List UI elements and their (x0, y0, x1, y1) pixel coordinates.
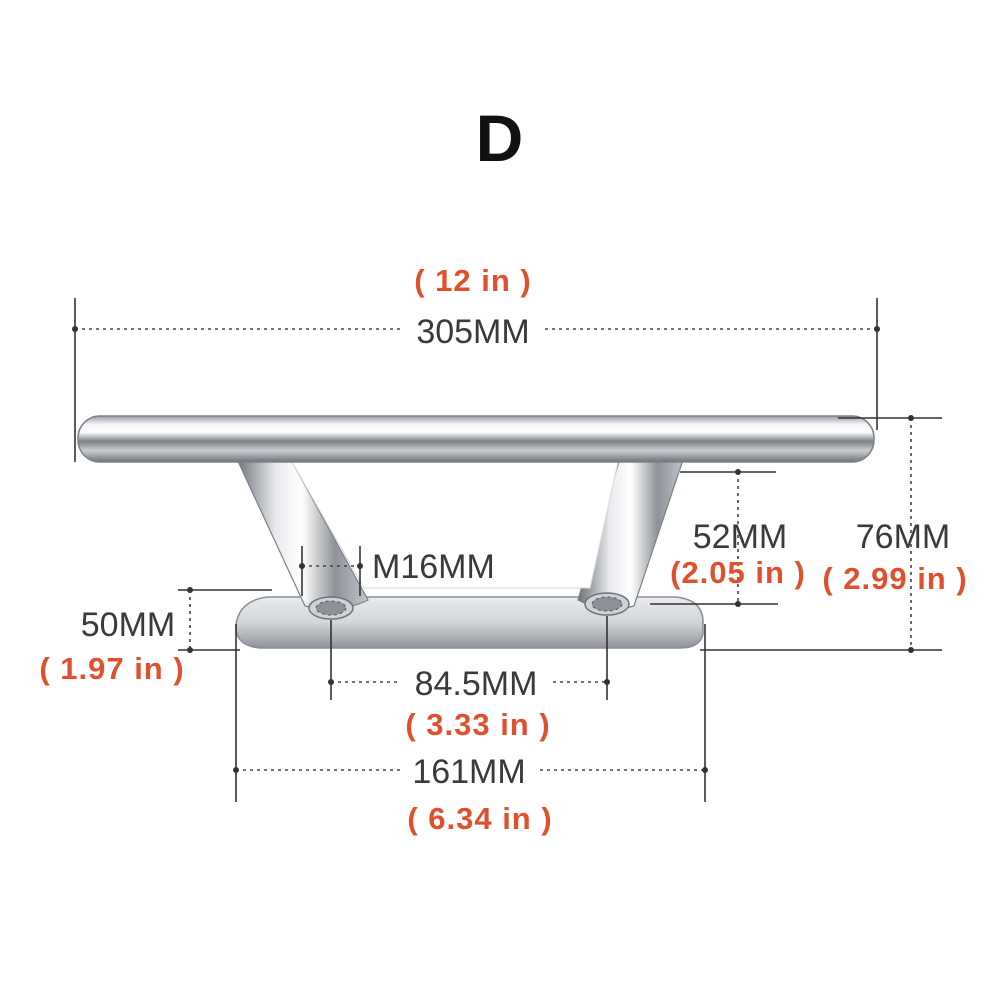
total-height-imperial-label: ( 2.99 in ) (822, 561, 967, 596)
left-bolt-hole (308, 596, 354, 620)
dimension-length: ( 12 in ) 305MM (72, 263, 880, 462)
base-height-metric-label: 50MM (81, 606, 175, 644)
cleat-image (77, 415, 875, 649)
thread-metric-label: M16MM (372, 548, 495, 586)
base-height-imperial-label: ( 1.97 in ) (39, 651, 184, 686)
dimension-hole-spacing: 84.5MM ( 3.33 in ) (328, 616, 610, 742)
cleat-horn-bar (77, 415, 875, 463)
dimension-thread: M16MM (299, 546, 495, 596)
base-length-imperial-label: ( 6.34 in ) (407, 801, 552, 836)
length-metric-label: 305MM (416, 313, 529, 351)
diagram-title: D (475, 101, 525, 175)
length-imperial-label: ( 12 in ) (414, 263, 532, 298)
dimension-base-length: 161MM ( 6.34 in ) (233, 624, 708, 836)
base-length-metric-label: 161MM (412, 753, 525, 791)
gap-height-imperial-label: (2.05 in ) (670, 555, 806, 590)
hole-spacing-imperial-label: ( 3.33 in ) (405, 707, 550, 742)
gap-height-metric-label: 52MM (693, 518, 787, 556)
dimension-total-height: 76MM ( 2.99 in ) (700, 415, 967, 653)
right-bolt-hole (584, 592, 630, 616)
hole-spacing-metric-label: 84.5MM (415, 665, 538, 703)
dimension-base-height: 50MM ( 1.97 in ) (39, 587, 272, 686)
dimension-gap-height: 52MM (2.05 in ) (650, 469, 806, 607)
total-height-metric-label: 76MM (856, 518, 950, 556)
